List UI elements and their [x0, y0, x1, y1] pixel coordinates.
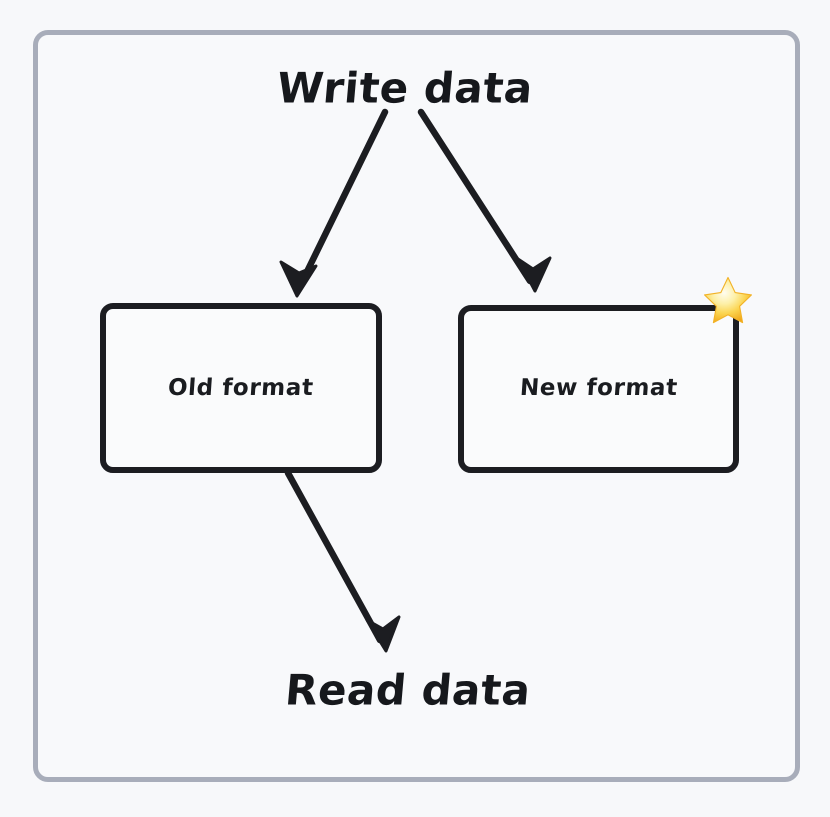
- page-title-read-data: Read data: [283, 665, 533, 715]
- star-icon: [703, 276, 753, 324]
- node-old-format-label: Old format: [167, 375, 315, 401]
- node-new-format[interactable]: New format: [458, 305, 739, 473]
- node-old-format[interactable]: Old format: [100, 303, 382, 473]
- node-new-format-label: New format: [518, 375, 679, 401]
- page-title-write-data: Write data: [274, 63, 536, 113]
